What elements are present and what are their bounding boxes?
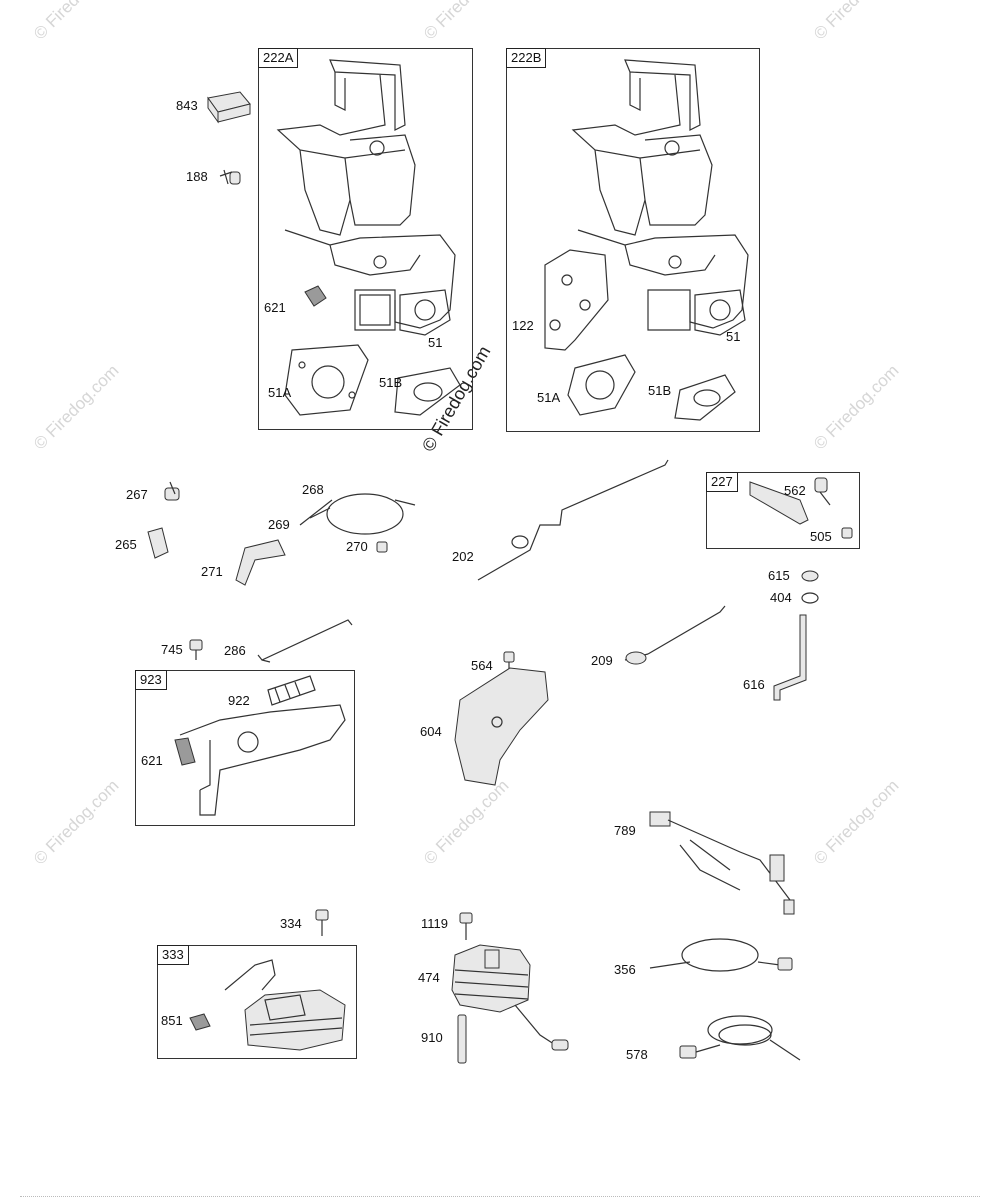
group-227-illustration xyxy=(749,477,853,539)
part-label-51b: 51B xyxy=(379,375,403,390)
part-label-1119: 1119 xyxy=(421,916,448,931)
part-label-334: 334 xyxy=(280,916,302,931)
group-tag-923: 923 xyxy=(135,670,167,690)
part-label-621: 621 xyxy=(264,300,286,315)
part-910-illustration xyxy=(457,1014,467,1064)
part-356-illustration xyxy=(649,938,793,972)
part-616-illustration xyxy=(773,614,807,701)
part-label-269: 269 xyxy=(268,517,290,532)
part-label-51b: 51B xyxy=(648,383,672,398)
group-tag-333: 333 xyxy=(157,945,189,965)
part-209-illustration xyxy=(624,605,726,665)
group-tag-222b: 222B xyxy=(506,48,547,68)
group-box-222b xyxy=(506,48,760,432)
group-box-222a xyxy=(258,48,473,430)
part-745-illustration xyxy=(189,639,203,660)
part-label-122: 122 xyxy=(512,318,534,333)
bracket-222b-illustration xyxy=(544,59,749,421)
part-label-910: 910 xyxy=(421,1030,443,1045)
part-label-564: 564 xyxy=(471,658,493,673)
part-265-illustration xyxy=(147,527,169,559)
part-578-illustration xyxy=(679,1015,801,1061)
part-label-474: 474 xyxy=(418,970,440,985)
part-label-621: 621 xyxy=(141,753,163,768)
part-label-578: 578 xyxy=(626,1047,648,1062)
part-label-789: 789 xyxy=(614,823,636,838)
part-label-604: 604 xyxy=(420,724,442,739)
part-label-51: 51 xyxy=(726,329,741,344)
part-label-404: 404 xyxy=(770,590,792,605)
part-label-51a: 51A xyxy=(268,385,292,400)
part-270-illustration xyxy=(376,541,388,553)
part-271-illustration xyxy=(235,539,286,586)
part-286-illustration xyxy=(257,619,353,663)
group-tag-227: 227 xyxy=(706,472,738,492)
part-1119-illustration xyxy=(459,912,473,940)
group-333-illustration xyxy=(189,959,346,1051)
part-label-843: 843 xyxy=(176,98,198,113)
part-202-illustration xyxy=(477,459,669,581)
part-label-271: 271 xyxy=(201,564,223,579)
part-label-270: 270 xyxy=(346,539,368,554)
group-box-333 xyxy=(157,945,357,1059)
part-843-illustration xyxy=(207,91,251,124)
part-label-745: 745 xyxy=(161,642,183,657)
part-label-505: 505 xyxy=(810,529,832,544)
part-188-illustration xyxy=(219,169,241,185)
part-label-851: 851 xyxy=(161,1013,183,1028)
part-label-356: 356 xyxy=(614,962,636,977)
part-label-286: 286 xyxy=(224,643,246,658)
part-label-51a: 51A xyxy=(537,390,561,405)
group-box-923 xyxy=(135,670,355,826)
part-label-616: 616 xyxy=(743,677,765,692)
part-label-615: 615 xyxy=(768,568,790,583)
part-789-illustration xyxy=(649,811,795,915)
part-label-51: 51 xyxy=(428,335,443,350)
part-267-illustration xyxy=(164,481,180,501)
part-label-209: 209 xyxy=(591,653,613,668)
part-label-267: 267 xyxy=(126,487,148,502)
bracket-222a-illustration xyxy=(276,59,461,416)
group-923-illustration xyxy=(174,675,346,816)
part-label-268: 268 xyxy=(302,482,324,497)
part-404-illustration xyxy=(801,592,819,604)
part-334-illustration xyxy=(315,909,329,936)
part-label-265: 265 xyxy=(115,537,137,552)
group-tag-222a: 222A xyxy=(258,48,299,68)
part-label-562: 562 xyxy=(784,483,806,498)
part-label-922: 922 xyxy=(228,693,250,708)
part-604-illustration xyxy=(454,667,549,786)
footer-divider xyxy=(20,1196,980,1199)
part-474-illustration xyxy=(451,944,569,1051)
part-label-202: 202 xyxy=(452,549,474,564)
part-label-188: 188 xyxy=(186,169,208,184)
part-615-illustration xyxy=(801,570,819,582)
part-268-illustration xyxy=(299,493,416,535)
group-box-227 xyxy=(706,472,860,549)
